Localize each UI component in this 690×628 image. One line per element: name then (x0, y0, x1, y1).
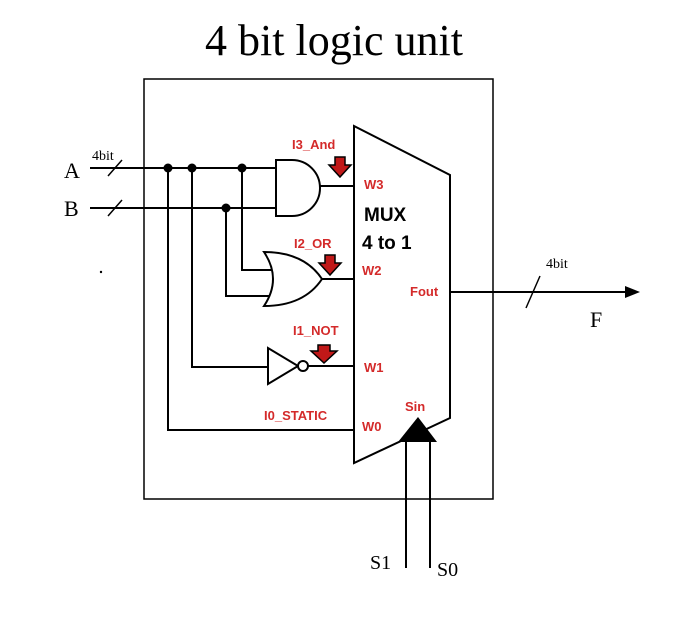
not-gate-label: I1_NOT (293, 323, 339, 338)
wire-a-static (167, 168, 354, 431)
output-f-label: F (590, 307, 602, 332)
input-b-label: B (64, 196, 79, 221)
mux-port-w3: W3 (364, 177, 384, 192)
select-s0-label: S0 (437, 559, 458, 581)
output-arrowhead (625, 286, 640, 298)
bus-slash-a (107, 159, 123, 177)
mux-block (353, 124, 451, 465)
and-gate (275, 159, 321, 217)
or-gate-label: I2_OR (294, 236, 332, 251)
stray-dot (99, 270, 103, 274)
wire-a-to-not (191, 168, 268, 368)
logic-unit-box (143, 78, 494, 500)
mux-subtitle: 4 to 1 (362, 233, 412, 254)
and-gate-label: I3_And (292, 137, 335, 152)
input-bus-width-label: 4bit (92, 149, 114, 164)
mux-port-w2: W2 (362, 263, 382, 278)
diagram-title: 4 bit logic unit (205, 16, 463, 65)
mux-port-w0: W0 (362, 419, 382, 434)
mux-port-fout: Fout (410, 284, 439, 299)
mux-title: MUX (364, 205, 407, 226)
not-gate-bubble (297, 360, 309, 372)
bus-slash-b (107, 199, 123, 217)
select-s1-label: S1 (370, 552, 391, 574)
bus-slash-output (525, 275, 541, 309)
select-arrowhead (398, 417, 437, 442)
down-arrow-icon (317, 254, 343, 277)
or-gate (262, 250, 324, 308)
wire-a-to-or (241, 168, 272, 271)
down-arrow-icon (309, 344, 339, 365)
mux-port-sin: Sin (405, 399, 425, 414)
input-a-label: A (64, 158, 80, 183)
down-arrow-icon (327, 156, 353, 179)
static-label: I0_STATIC (264, 408, 328, 423)
output-bus-width-label: 4bit (546, 257, 568, 272)
mux-port-w1: W1 (364, 360, 384, 375)
wire-b-to-or (225, 208, 272, 297)
not-gate (267, 346, 300, 386)
